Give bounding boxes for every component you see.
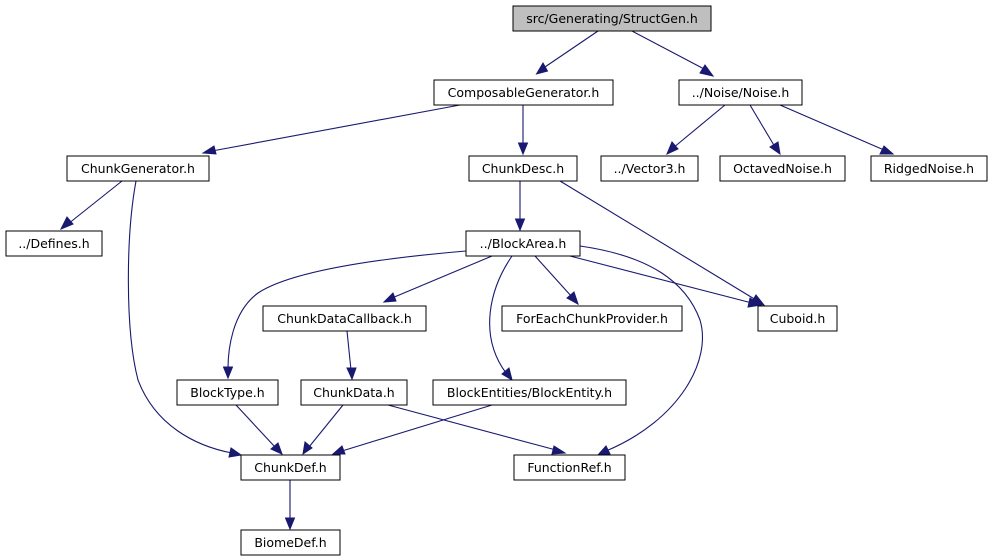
node-label: ChunkGenerator.h: [81, 161, 195, 176]
edge-noise-vector3: [666, 104, 726, 155]
edge-chunkgen-defines: [59, 180, 123, 230]
edge-structgen-composable: [535, 30, 599, 75]
node-chunk-generator[interactable]: ChunkGenerator.h: [66, 155, 210, 182]
node-noise[interactable]: ../Noise/Noise.h: [678, 79, 803, 106]
node-composable-generator[interactable]: ComposableGenerator.h: [433, 79, 614, 106]
node-label: ../BlockArea.h: [480, 236, 567, 251]
node-block-area[interactable]: ../BlockArea.h: [465, 230, 581, 257]
node-label: RidgedNoise.h: [884, 161, 974, 176]
node-label: src/Generating/StructGen.h: [526, 11, 698, 26]
edge-blockarea-functionref: [579, 245, 704, 456]
edge-noise-octaved: [749, 104, 781, 156]
node-chunk-def[interactable]: ChunkDef.h: [240, 454, 341, 481]
node-label: OctavedNoise.h: [733, 161, 832, 176]
node-block-entity[interactable]: BlockEntities/BlockEntity.h: [432, 379, 627, 406]
node-label: Cuboid.h: [770, 311, 826, 326]
edge-composable-chunkdesc: [517, 105, 529, 156]
node-label: ForEachChunkProvider.h: [516, 311, 668, 326]
node-label: BlockEntities/BlockEntity.h: [447, 385, 612, 400]
node-label: ../Defines.h: [18, 236, 89, 251]
node-label: ChunkData.h: [313, 385, 394, 400]
node-foreach-chunk-provider[interactable]: ForEachChunkProvider.h: [501, 305, 683, 332]
nodes-layer: src/Generating/StructGen.h ComposableGen…: [5, 5, 988, 556]
edge-chunkgen-chunkdef: [127, 180, 243, 458]
node-label: ChunkDef.h: [254, 460, 326, 475]
node-ridged-noise[interactable]: RidgedNoise.h: [870, 155, 988, 182]
edge-chunkdef-biomedef: [284, 480, 296, 531]
edge-chunkdata-chunkdef: [302, 404, 344, 456]
edge-chunkdesc-cuboid: [559, 180, 766, 306]
node-octaved-noise[interactable]: OctavedNoise.h: [719, 155, 846, 182]
edge-blockarea-blockentity: [489, 255, 513, 382]
edge-composable-chunkgen: [201, 104, 461, 155]
edge-chunkdata-functionref: [387, 404, 567, 455]
node-function-ref[interactable]: FunctionRef.h: [513, 454, 626, 481]
node-structgen[interactable]: src/Generating/StructGen.h: [512, 5, 712, 32]
edge-blockentity-chunkdef: [331, 404, 493, 455]
edge-blockarea-cuboid: [569, 255, 763, 308]
node-label: BiomeDef.h: [254, 535, 326, 550]
edge-blockarea-blocktype: [222, 250, 467, 380]
edge-chunkdesc-blockarea: [514, 181, 526, 232]
node-block-type[interactable]: BlockType.h: [176, 379, 279, 406]
node-vector3[interactable]: ../Vector3.h: [600, 155, 699, 182]
node-label: ChunkDesc.h: [482, 161, 564, 176]
edge-blocktype-chunkdef: [235, 404, 283, 455]
node-label: ComposableGenerator.h: [448, 85, 600, 100]
node-label: ../Vector3.h: [614, 161, 686, 176]
edge-noise-ridged: [779, 104, 895, 155]
edges-layer: [59, 30, 895, 531]
edge-blockarea-foreach: [534, 255, 579, 306]
node-label: ../Noise/Noise.h: [692, 85, 790, 100]
edge-cdcallback-chunkdata: [346, 330, 357, 381]
node-chunk-data[interactable]: ChunkData.h: [300, 379, 408, 406]
node-label: BlockType.h: [190, 385, 264, 400]
node-chunk-desc[interactable]: ChunkDesc.h: [468, 155, 578, 182]
node-defines[interactable]: ../Defines.h: [5, 230, 103, 257]
edge-structgen-noise: [631, 30, 715, 77]
node-label: FunctionRef.h: [527, 460, 611, 475]
node-chunk-data-callback[interactable]: ChunkDataCallback.h: [262, 305, 427, 332]
node-label: ChunkDataCallback.h: [277, 311, 412, 326]
node-biome-def[interactable]: BiomeDef.h: [240, 529, 341, 556]
node-cuboid[interactable]: Cuboid.h: [757, 305, 838, 332]
edge-blockarea-cdcallback: [382, 255, 493, 303]
